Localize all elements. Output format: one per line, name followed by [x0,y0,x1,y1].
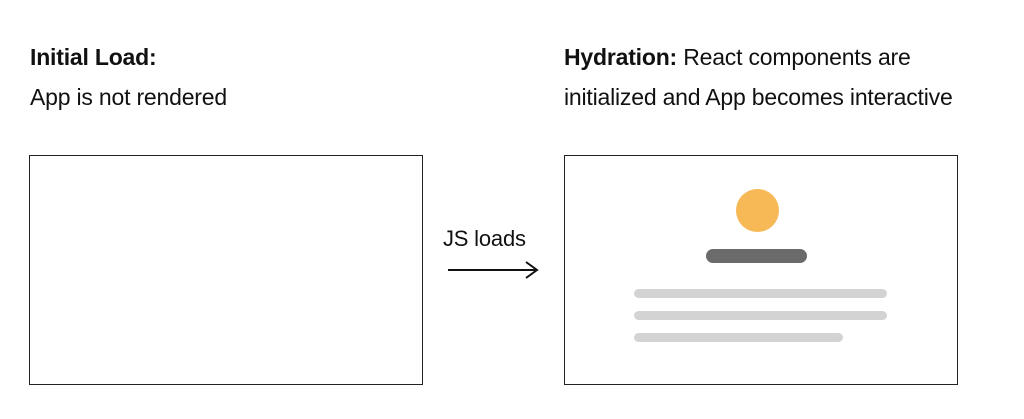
text-line-placeholder [634,333,843,342]
initial-load-title: Initial Load: [30,44,157,70]
js-loads-label: JS loads [443,226,526,251]
hydration-caption: Hydration: React components are initiali… [564,37,953,117]
unrendered-app-frame [29,155,423,385]
name-bar-placeholder [706,249,807,263]
initial-load-caption: Initial Load: App is not rendered [30,37,227,117]
avatar-placeholder [736,189,779,232]
hydration-title: Hydration: [564,44,678,70]
hydration-description-line1: React components are [677,44,911,70]
hydration-description-line2: initialized and App becomes interactive [564,84,953,110]
hydrated-app-frame [564,155,958,385]
initial-load-description: App is not rendered [30,84,227,110]
text-line-placeholder [634,311,887,320]
text-line-placeholder [634,289,887,298]
right-arrow-icon [448,261,539,279]
